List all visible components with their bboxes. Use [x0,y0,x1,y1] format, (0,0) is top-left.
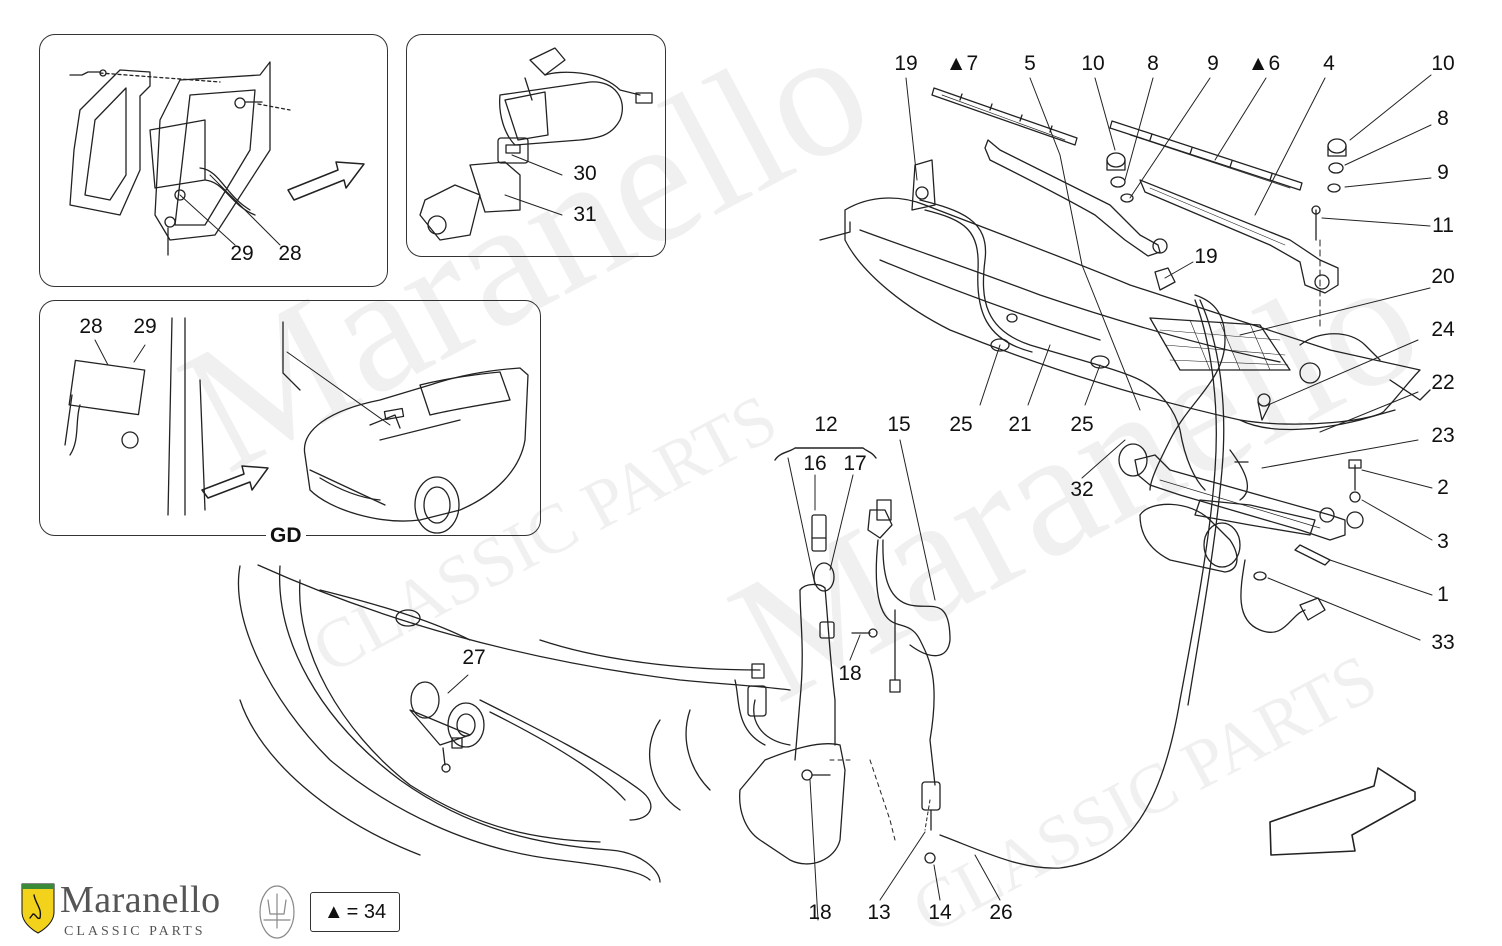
brand-name: Maranello [60,879,221,921]
arrow-direction-icon [287,161,365,201]
callout-9-right: 9 [1437,161,1449,184]
callout-1: 1 [1437,583,1449,606]
callout-31: 31 [573,203,597,226]
callout-30: 30 [573,162,597,185]
callout-11: 11 [1432,214,1454,237]
callout-15: 15 [887,413,911,436]
callout-22: 22 [1431,371,1455,394]
callout-32: 32 [1070,478,1094,501]
callout-17: 17 [843,452,867,475]
inset-frame-control-unit [39,34,388,287]
wiper-arm-right [1139,179,1339,294]
callout-23: 23 [1431,424,1455,447]
callout-25-right: 25 [1070,413,1094,436]
wiper-nuts-caps [1106,138,1347,331]
callout-10-right: 10 [1431,52,1455,75]
callout-33: 33 [1431,631,1455,654]
callout-20: 20 [1431,265,1455,288]
callout-28-inset: 28 [278,242,302,265]
wiper-motor-linkage [1134,454,1364,633]
brand-subtitle: CLASSIC PARTS [64,924,206,939]
callout-leader-lines [774,74,1433,921]
cowl-panel-illustration [819,197,1431,431]
callout-25-left: 25 [949,413,973,436]
callout-14: 14 [928,901,952,924]
control-unit-bracket-illustration [69,61,291,256]
callout-19-mid: 19 [1194,245,1218,268]
washer-hose-cowl [919,199,1249,501]
callout-3: 3 [1437,530,1449,553]
callout-18-lower: 18 [808,901,832,924]
maserati-car-illustration [303,367,529,534]
callout-29-inset: 29 [230,242,254,265]
callout-7: ▲7 [945,52,979,75]
maserati-trident-logo [259,885,295,939]
callout-21: 21 [1008,413,1032,436]
callout-16: 16 [803,452,827,475]
legend-box: ▲ = 34 [310,892,400,932]
callout-28-location: 28 [79,315,103,338]
callout-8-left: 8 [1147,52,1159,75]
arrow-front-direction-icon [1269,767,1416,856]
legend-symbol: ▲ [323,900,344,923]
control-unit-location-illustration [64,317,391,516]
callout-8-right: 8 [1437,107,1449,130]
brand-logo: Maranello CLASSIC PARTS [22,879,382,940]
callout-27: 27 [462,646,486,669]
callout-19-top: 19 [894,52,918,75]
wiper-blade-right [1109,120,1303,191]
group-label-gd: GD [266,524,306,548]
rear-view-mirror-illustration [499,47,653,146]
callout-18-upper: 18 [838,662,862,685]
callout-5: 5 [1024,52,1036,75]
front-bumper-outline [237,564,791,883]
legend-text: = 34 [346,900,387,923]
callout-12: 12 [814,413,838,436]
cowl-clips-grommets [911,159,1271,477]
arrow-direction-icon [201,465,269,499]
horn-illustration [409,674,485,773]
wiper-blade-left [931,87,1078,146]
callout-13: 13 [867,901,891,924]
callout-29-location: 29 [133,315,157,338]
callout-24: 24 [1431,318,1455,341]
callout-9-left: 9 [1207,52,1219,75]
callout-2: 2 [1437,476,1449,499]
inset-frame-mirror-sensor [406,34,666,257]
callout-6: ▲6 [1247,52,1281,75]
callout-10-left: 10 [1081,52,1105,75]
callout-26: 26 [989,901,1013,924]
washer-pump-wiring [867,299,1225,869]
washer-reservoir-illustration [734,514,896,865]
ferrari-shield-logo [21,883,55,934]
wiper-arm-left [984,139,1168,257]
rain-sensor-illustration [419,137,563,241]
callout-4: 4 [1323,52,1335,75]
